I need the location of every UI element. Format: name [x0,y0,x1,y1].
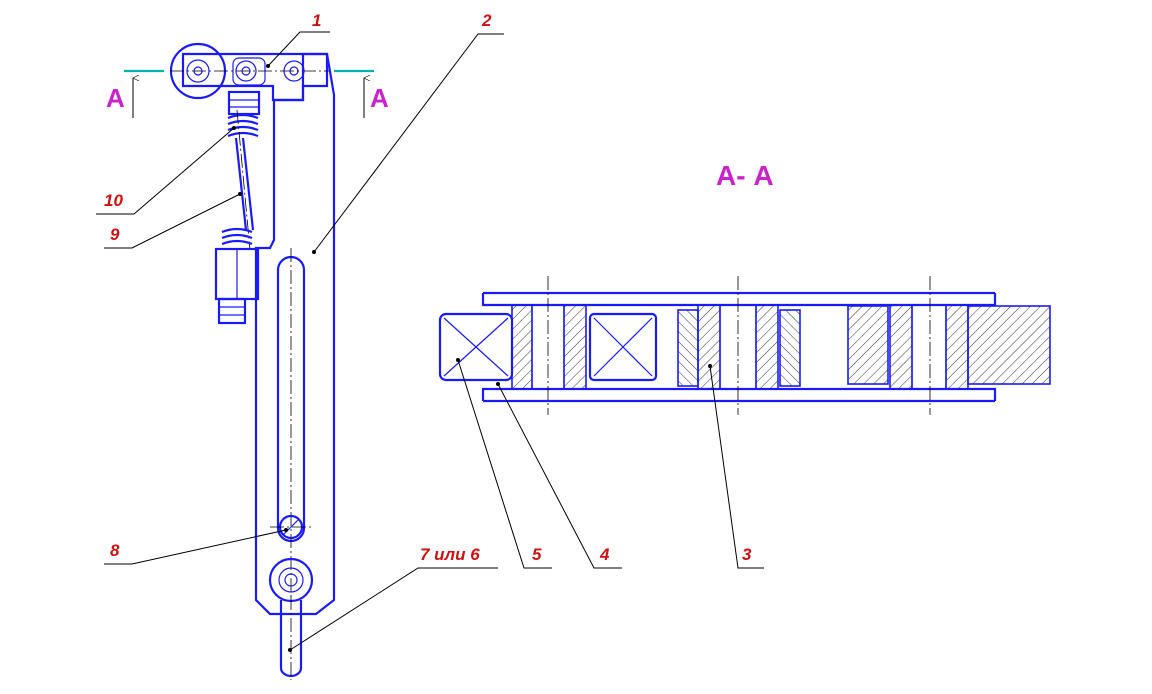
callout-4: 4 [599,545,610,564]
lever-slot [276,255,306,543]
callouts: 1 2 10 9 8 7 или 6 5 4 3 [96,11,764,652]
section-marker-right: А [370,83,389,113]
callout-3: 3 [742,545,752,564]
section-marker-left: А [106,83,125,113]
end-block [967,305,1051,385]
callout-5: 5 [532,545,542,564]
link-3 [697,304,721,390]
callout-2: 2 [481,11,492,30]
callout-7-6: 7 или 6 [420,545,480,564]
spring-rod-assembly [214,90,261,325]
callout-10: 10 [104,191,123,210]
lever-body [254,52,336,616]
lever-assembly: А А [106,42,389,680]
section-title: А- А [716,160,774,191]
callout-9: 9 [110,225,120,244]
callout-1: 1 [312,11,321,30]
callout-8: 8 [110,541,120,560]
section-a-a: А- А [438,160,1051,415]
bushing-4 [511,304,533,390]
